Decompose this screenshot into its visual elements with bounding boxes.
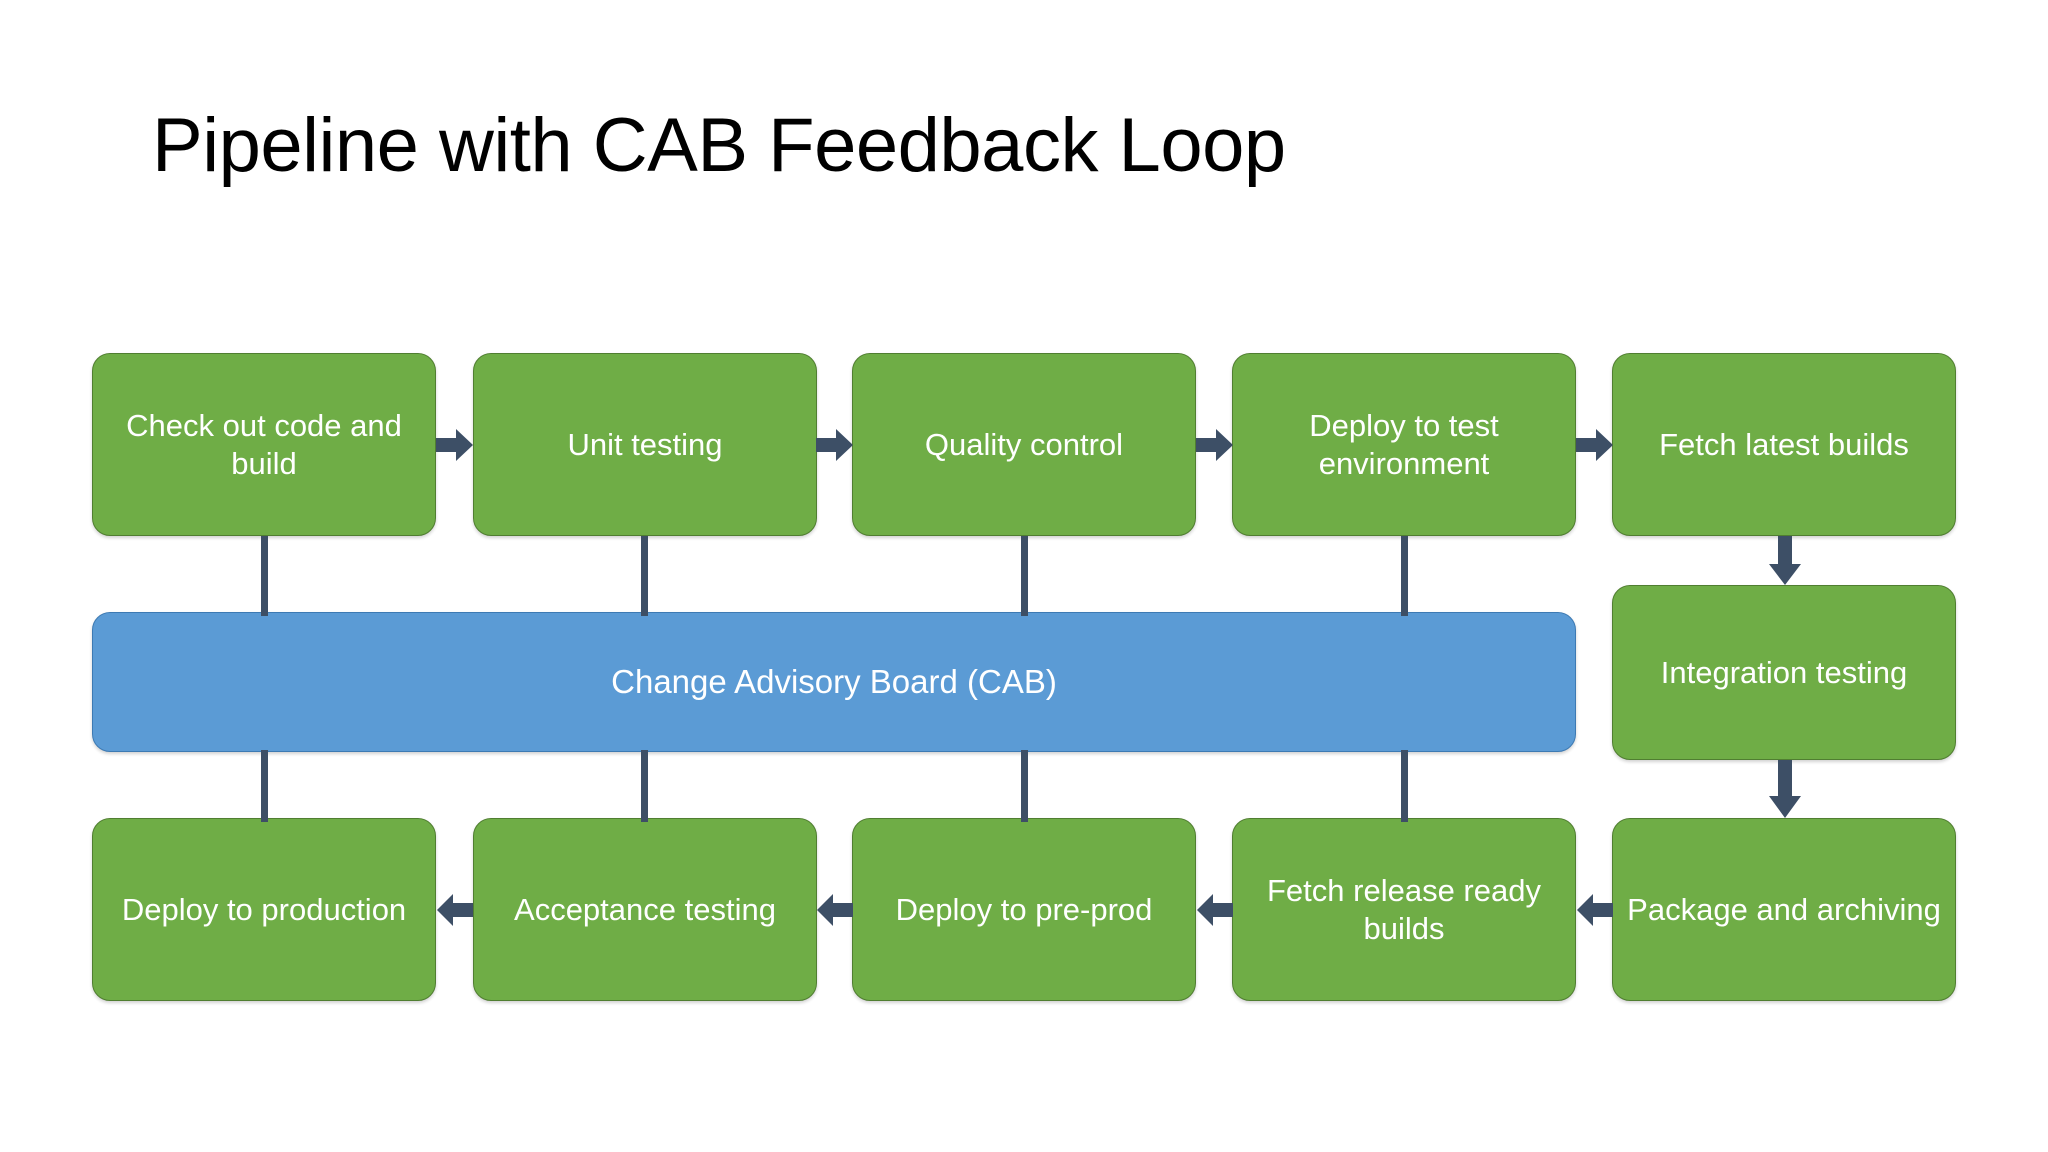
node-label: Package and archiving [1627, 891, 1941, 927]
arrow-left-preprod-to-acceptance [816, 892, 854, 928]
node-unit-testing[interactable]: Unit testing [473, 353, 817, 536]
arrow-left-acceptance-to-production [436, 892, 474, 928]
cab-link-unit-testing-top [641, 536, 648, 616]
cab-link-deploy-production-bottom [261, 750, 268, 822]
node-label: Integration testing [1660, 654, 1908, 690]
node-checkout-build[interactable]: Check out code and build [92, 353, 436, 536]
cab-link-acceptance-testing-bottom [641, 750, 648, 822]
cab-link-deploy-pre-prod-bottom [1021, 750, 1028, 822]
arrow-down-integration-to-package [1767, 760, 1803, 819]
arrow-left-package-to-fetchrelease [1576, 892, 1614, 928]
node-fetch-release-ready-builds[interactable]: Fetch release ready builds [1232, 818, 1576, 1001]
node-label: Change Advisory Board (CAB) [611, 662, 1057, 700]
node-label: Deploy to test environment [1309, 407, 1499, 481]
node-label: Acceptance testing [514, 891, 776, 927]
node-label: Fetch release ready builds [1267, 872, 1541, 946]
arrow-right-quality-to-deploytest [1196, 427, 1234, 463]
node-acceptance-testing[interactable]: Acceptance testing [473, 818, 817, 1001]
node-deploy-test-env[interactable]: Deploy to test environment [1232, 353, 1576, 536]
page-title: Pipeline with CAB Feedback Loop [152, 103, 1286, 188]
node-label: Unit testing [567, 426, 723, 462]
node-change-advisory-board[interactable]: Change Advisory Board (CAB) [92, 612, 1576, 752]
node-quality-control[interactable]: Quality control [852, 353, 1196, 536]
node-fetch-latest-builds[interactable]: Fetch latest builds [1612, 353, 1956, 536]
node-deploy-production[interactable]: Deploy to production [92, 818, 436, 1001]
cab-link-deploy-test-env-top [1401, 536, 1408, 616]
node-deploy-pre-prod[interactable]: Deploy to pre-prod [852, 818, 1196, 1001]
arrow-left-fetchrelease-to-preprod [1196, 892, 1234, 928]
cab-link-checkout-build-top [261, 536, 268, 616]
cab-link-fetch-release-ready-builds-bottom [1401, 750, 1408, 822]
node-label: Check out code and build [126, 407, 402, 481]
node-label: Deploy to production [121, 891, 407, 927]
node-integration-testing[interactable]: Integration testing [1612, 585, 1956, 760]
node-package-archiving[interactable]: Package and archiving [1612, 818, 1956, 1001]
arrow-down-fetchlatest-to-integration [1767, 536, 1803, 586]
cab-link-quality-control-top [1021, 536, 1028, 616]
node-label: Quality control [924, 426, 1124, 462]
arrow-right-checkout-to-unit [436, 427, 474, 463]
node-label: Deploy to pre-prod [895, 891, 1153, 927]
node-label: Fetch latest builds [1659, 426, 1909, 462]
arrow-right-deploytest-to-fetchlatest [1576, 427, 1614, 463]
arrow-right-unit-to-quality [816, 427, 854, 463]
